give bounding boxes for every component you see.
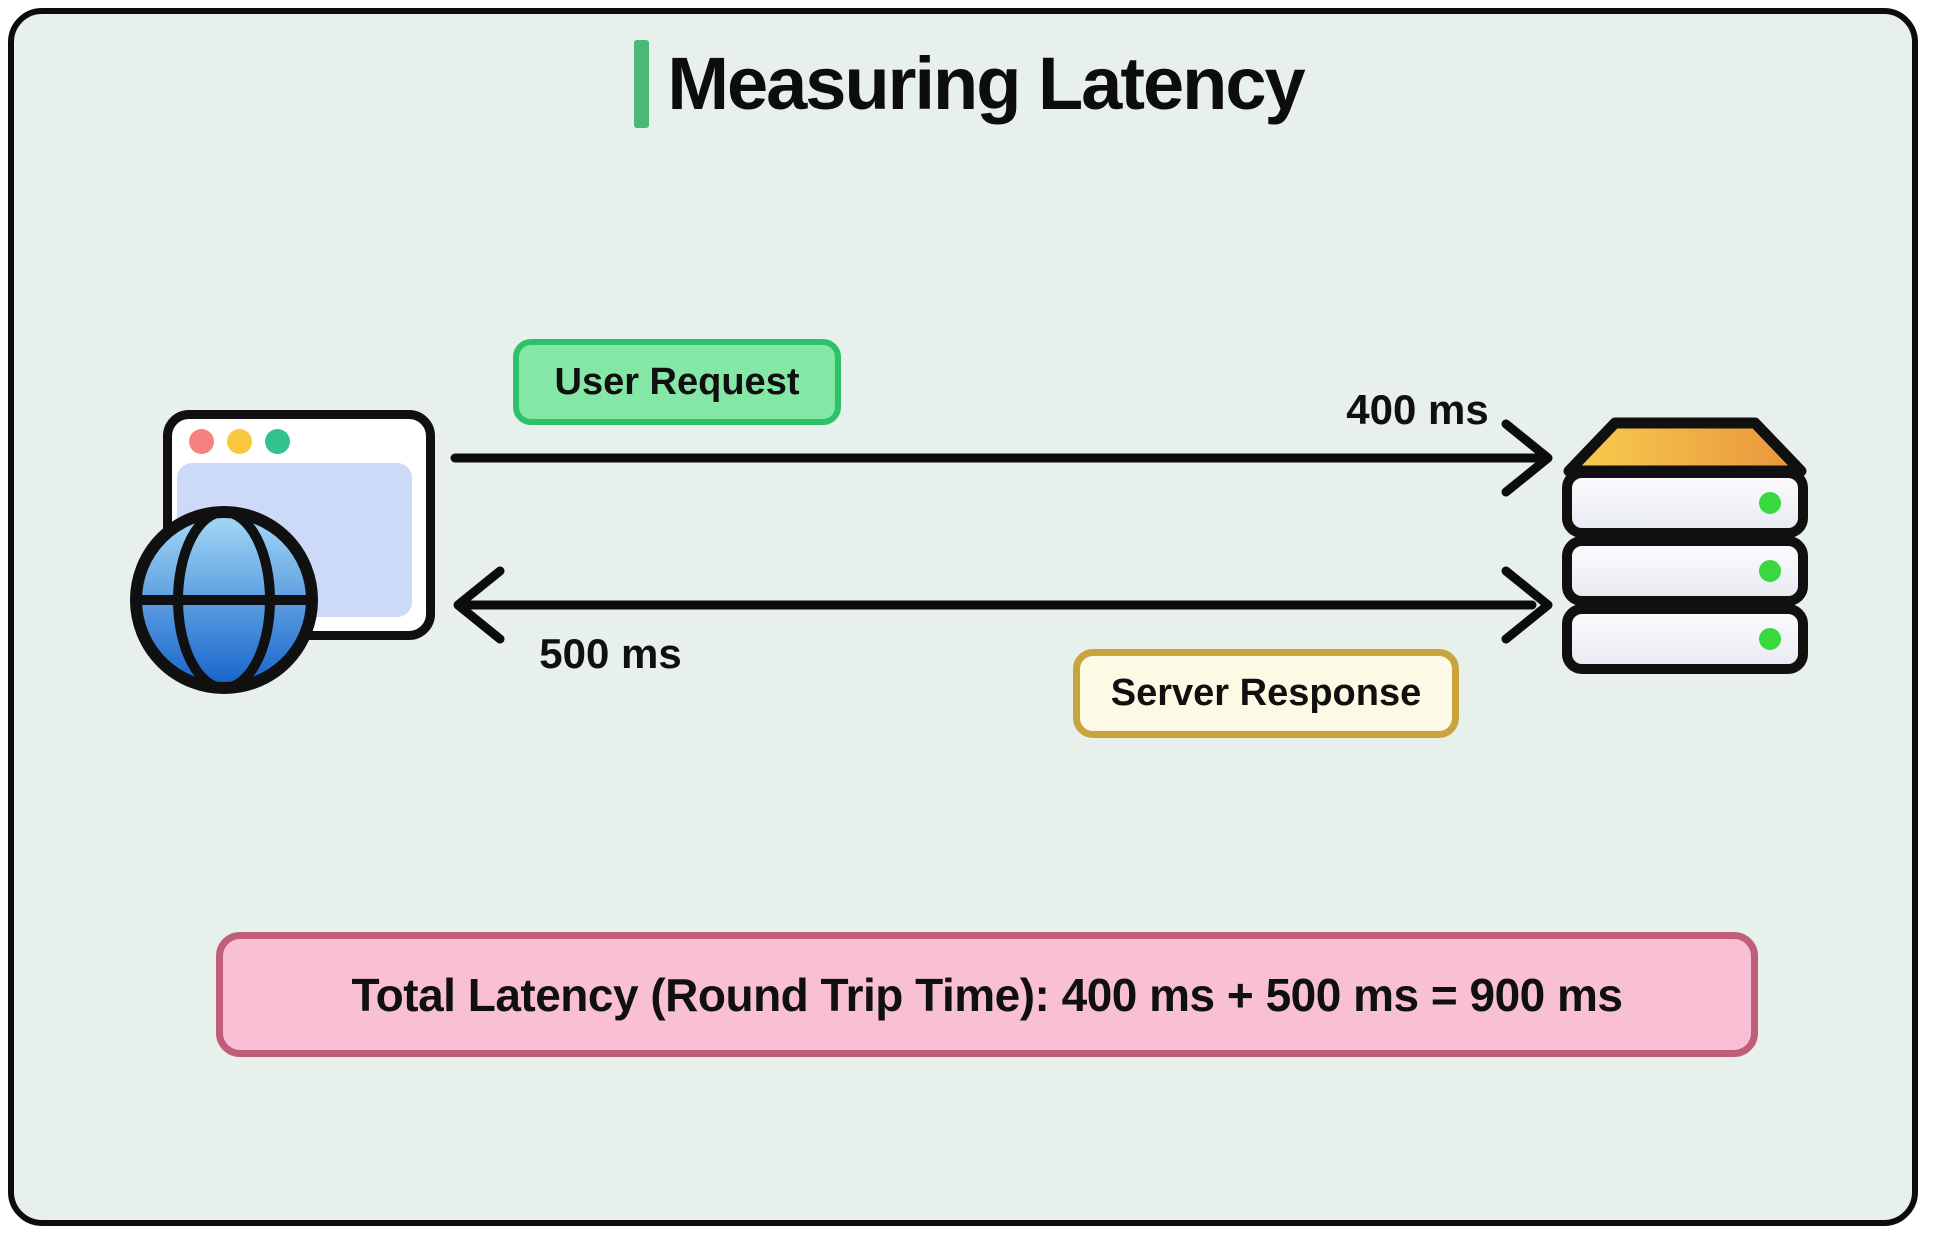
title-block: Measuring Latency bbox=[0, 40, 1938, 128]
total-latency-text: Total Latency (Round Trip Time): 400 ms … bbox=[351, 968, 1623, 1021]
window-dot-red-icon bbox=[189, 429, 214, 454]
server-stack-icon bbox=[1562, 417, 1808, 674]
response-latency-label: 500 ms bbox=[539, 630, 682, 677]
user-request-badge: User Request bbox=[513, 339, 841, 425]
title-accent-bar bbox=[634, 40, 650, 128]
globe-icon bbox=[130, 506, 318, 694]
window-dot-yellow-icon bbox=[227, 429, 252, 454]
server-slabs bbox=[1562, 468, 1808, 674]
server-top-panel bbox=[1563, 417, 1807, 477]
window-controls bbox=[172, 419, 426, 454]
page-title: Measuring Latency bbox=[667, 42, 1305, 126]
request-latency-label: 400 ms bbox=[1346, 386, 1489, 433]
window-dot-green-icon bbox=[265, 429, 290, 454]
total-latency-box: Total Latency (Round Trip Time): 400 ms … bbox=[216, 932, 1758, 1057]
server-led-lights bbox=[1759, 492, 1781, 650]
server-response-badge: Server Response bbox=[1073, 649, 1459, 738]
